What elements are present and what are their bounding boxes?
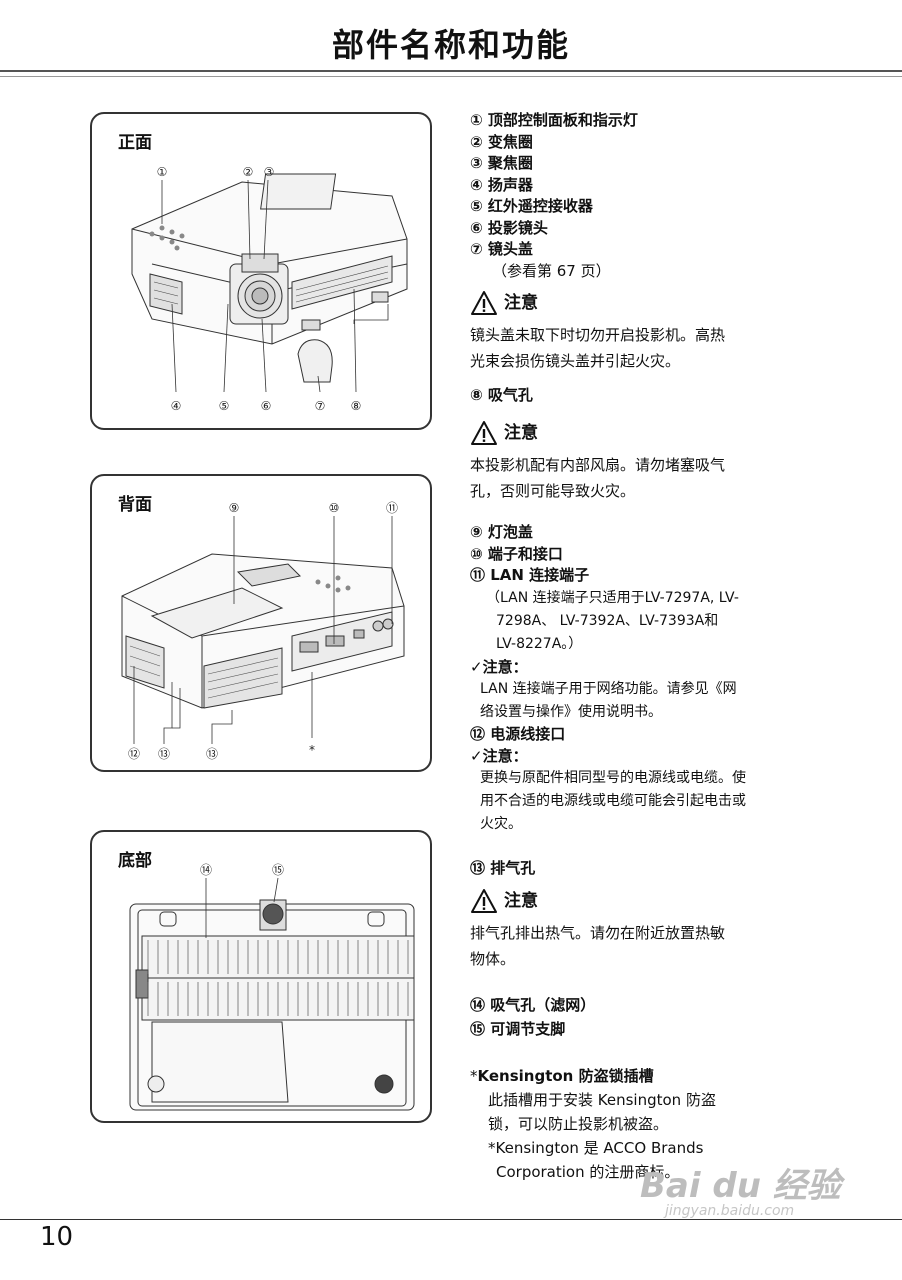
caution-label: 注意 — [504, 293, 538, 313]
watermark-url: jingyan.baidu.com — [665, 1203, 795, 1219]
check-note-line: 用不合适的电源线或电缆可能会引起电击或 — [480, 793, 746, 809]
callout-kensington: * — [309, 743, 315, 757]
callout-5: ⑤ — [219, 399, 230, 413]
kensington-line: 此插槽用于安装 Kensington 防盗 — [488, 1090, 716, 1109]
item-11-note-line: 7298A、 LV-7392A、LV-7393A和 — [496, 612, 719, 629]
warning-icon — [471, 889, 497, 913]
item-11-note: （LAN 连接端子只适用于LV-7297A, LV- 7298A、 LV-739… — [470, 587, 810, 656]
back-view-label: 背面 — [118, 495, 152, 515]
check-note-text: LAN 连接端子用于网络功能。请参见《网 络设置与操作》使用说明书。 — [470, 678, 810, 724]
item-12: ⑫ 电源线接口 — [470, 724, 566, 743]
callout-9: ⑨ — [229, 501, 240, 515]
check-note-heading: ✓注意： — [470, 747, 528, 765]
watermark-logo: Bai du 经验 — [640, 1166, 841, 1206]
check-note-text: 更换与原配件相同型号的电源线或电缆。使 用不合适的电源线或电缆可能会引起电击或 … — [470, 767, 810, 836]
caution-text: 镜头盖未取下时切勿开启投影机。高热 光束会损伤镜头盖并引起火灾。 — [470, 322, 810, 374]
callout-12: ⑫ — [128, 747, 140, 761]
footer-rule — [0, 1219, 902, 1220]
check-note-line: 络设置与操作》使用说明书。 — [480, 703, 662, 720]
item-14: ⑭ 吸气孔（滤网） — [470, 996, 596, 1014]
kensington-text: 此插槽用于安装 Kensington 防盗 锁，可以防止投影机被盗。 *Kens… — [470, 1088, 810, 1184]
parts-list-front: ① 顶部控制面板和指示灯 ② 变焦圈 ③ 聚焦圈 ④ 扬声器 ⑤ 红外遥控接收器… — [470, 110, 810, 282]
back-view-panel: 背面 — [90, 474, 432, 772]
title-rule — [0, 70, 902, 77]
caution-lens-cap: 注意 镜头盖未取下时切勿开启投影机。高热 光束会损伤镜头盖并引起火灾。 — [470, 290, 810, 374]
callout-15: ⑮ — [272, 863, 284, 877]
item-7: ⑦ 镜头盖 — [470, 240, 533, 258]
caution-heading: 注意 — [470, 290, 810, 316]
bottom-view-panel: 底部 — [90, 830, 432, 1123]
item-13-block: ⑬ 排气孔 — [470, 858, 810, 880]
item-4: ④ 扬声器 — [470, 175, 533, 194]
caution-text-line: 本投影机配有内部风扇。请勿堵塞吸气 — [470, 456, 726, 474]
callout-1: ① — [157, 165, 168, 179]
item-15: ⑮ 可调节支脚 — [470, 1020, 566, 1038]
callout-6: ⑥ — [261, 399, 272, 413]
caution-heading: 注意 — [470, 888, 810, 914]
item-6: ⑥ 投影镜头 — [470, 218, 548, 237]
check-note-line: 更换与原配件相同型号的电源线或电缆。使 — [480, 770, 746, 786]
caution-text-line: 光束会损伤镜头盖并引起火灾。 — [470, 352, 681, 370]
item-3: ③ 聚焦圈 — [470, 154, 533, 172]
item-2: ② 变焦圈 — [470, 132, 533, 151]
kensington-heading: *Kensington 防盗锁插槽 — [470, 1066, 810, 1088]
caution-heading: 注意 — [470, 420, 810, 446]
caution-intake: 注意 本投影机配有内部风扇。请勿堵塞吸气 孔，否则可能导致火灾。 — [470, 420, 810, 504]
caution-text-line: 镜头盖未取下时切勿开启投影机。高热 — [470, 326, 726, 344]
caution-text: 本投影机配有内部风扇。请勿堵塞吸气 孔，否则可能导致火灾。 — [470, 452, 810, 504]
item-13: ⑬ 排气孔 — [470, 859, 536, 877]
warning-icon — [471, 291, 497, 315]
callout-4: ④ — [171, 399, 182, 413]
kensington-title: Kensington 防盗锁插槽 — [477, 1067, 654, 1085]
front-view-panel: 正面 — [90, 112, 432, 430]
front-view-label: 正面 — [118, 133, 152, 153]
back-projector-illustration: ⑨ ⑩ ⑪ ⑫ ⑬ ⑬ * — [121, 501, 405, 761]
kensington-line: 锁，可以防止投影机被盗。 — [488, 1114, 669, 1133]
bottom-intake-slots — [147, 940, 409, 1016]
page-number: 10 — [40, 1222, 74, 1252]
check-note-line: 火灾。 — [480, 816, 522, 832]
callout-8: ⑧ — [351, 399, 362, 413]
item-11-note-line: LV-8227A。） — [496, 635, 583, 652]
check-note-line: LAN 连接端子用于网络功能。请参见《网 — [480, 680, 737, 697]
kensington-line: Corporation 的注册商标。 — [496, 1162, 680, 1181]
callout-3: ③ — [264, 165, 275, 179]
parts-list-back: ⑨ 灯泡盖 ⑩ 端子和接口 ⑪ LAN 连接端子 （LAN 连接端子只适用于LV… — [470, 522, 810, 836]
item-8: ⑧ 吸气孔 — [470, 386, 533, 404]
kensington-asterisk: * — [470, 1067, 478, 1085]
callout-13b: ⑬ — [206, 747, 218, 761]
callout-13a: ⑬ — [158, 747, 170, 761]
item-1: ① 顶部控制面板和指示灯 — [470, 111, 638, 129]
caution-text: 排气孔排出热气。请勿在附近放置热敏 物体。 — [470, 920, 810, 972]
bottom-view-label: 底部 — [118, 851, 152, 871]
item-9: ⑨ 灯泡盖 — [470, 523, 533, 541]
caution-text-line: 物体。 — [470, 950, 516, 968]
item-7-page-ref: （参看第 67 页） — [492, 261, 611, 280]
callout-7: ⑦ — [315, 399, 326, 413]
caution-text-line: 孔，否则可能导致火灾。 — [470, 482, 636, 500]
item-5: ⑤ 红外遥控接收器 — [470, 197, 593, 215]
caution-label: 注意 — [504, 423, 538, 443]
page-title: 部件名称和功能 — [331, 26, 570, 64]
caution-text-line: 排气孔排出热气。请勿在附近放置热敏 — [470, 924, 726, 942]
kensington-block: *Kensington 防盗锁插槽 此插槽用于安装 Kensington 防盗 … — [470, 1066, 810, 1184]
bottom-projector-illustration: ⑭ ⑮ — [129, 863, 415, 1111]
item-11-note-line: （LAN 连接端子只适用于LV-7297A, LV- — [486, 589, 739, 606]
callout-10: ⑩ — [329, 501, 340, 515]
caution-label: 注意 — [504, 891, 538, 911]
caution-exhaust: 注意 排气孔排出热气。请勿在附近放置热敏 物体。 — [470, 888, 810, 972]
item-10: ⑩ 端子和接口 — [470, 544, 563, 563]
item-8-block: ⑧ 吸气孔 — [470, 385, 810, 407]
kensington-line: *Kensington 是 ACCO Brands — [488, 1138, 704, 1157]
warning-icon — [471, 421, 497, 445]
callout-11: ⑪ — [386, 501, 398, 515]
callout-2: ② — [243, 165, 254, 179]
front-projector-illustration: ① ② ③ ④ ⑤ ⑥ ⑦ ⑧ — [131, 165, 408, 413]
check-note-heading: ✓注意： — [470, 657, 528, 676]
parts-list-bottom: ⑭ 吸气孔（滤网） ⑮ 可调节支脚 — [470, 993, 810, 1041]
callout-14: ⑭ — [200, 863, 212, 877]
item-11: ⑪ LAN 连接端子 — [470, 566, 590, 584]
